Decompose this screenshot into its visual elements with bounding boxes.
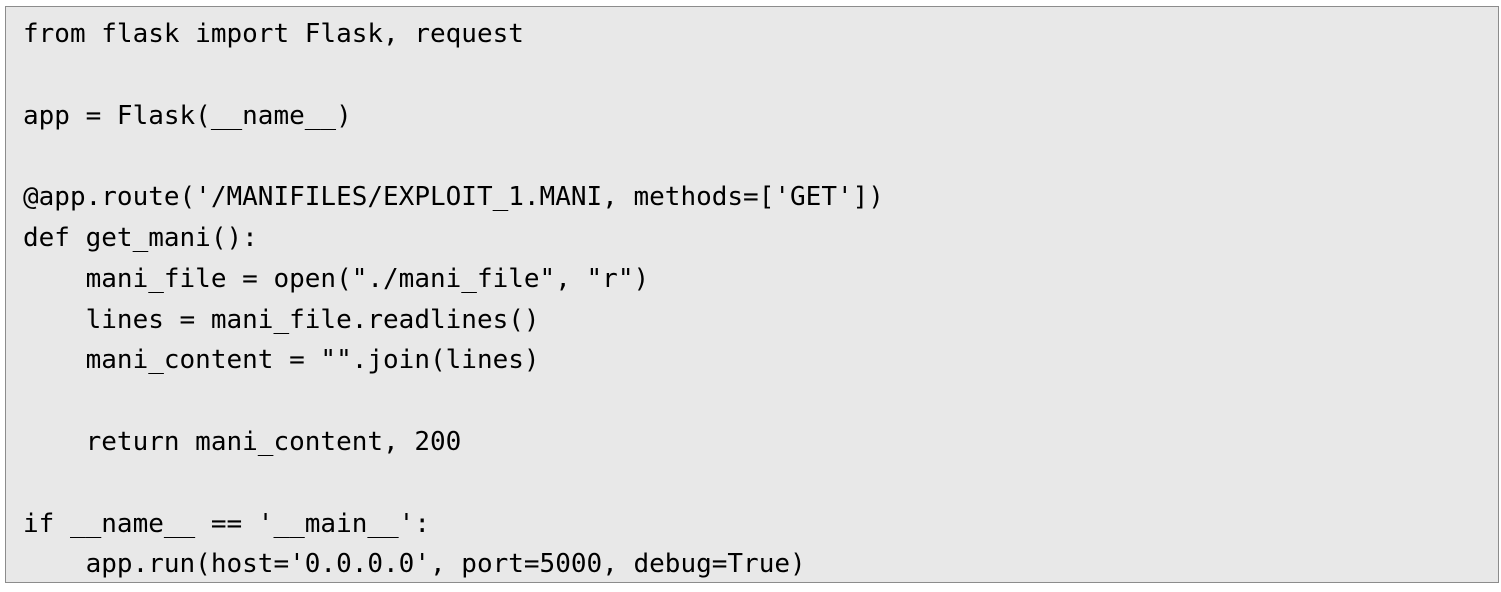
code-line-route-decorator: @app.route('/MANIFILES/EXPLOIT_1.MANI, m… (23, 182, 884, 213)
code-line-return: return mani_content, 200 (23, 426, 462, 457)
code-line-import: from flask import Flask, request (23, 19, 524, 49)
code-line-app-init: app = Flask(__name__) (23, 100, 352, 131)
code-line-blank (23, 136, 1498, 177)
code-line-app-run: app.run(host='0.0.0.0', port=5000, debug… (23, 549, 806, 580)
code-block: from flask import Flask, request app = F… (5, 6, 1499, 583)
code-line-join: mani_content = "".join(lines) (23, 345, 540, 376)
code-line-open-file: mani_file = open("./mani_file", "r") (23, 263, 650, 294)
code-line-function-def: def get_mani(): (23, 222, 258, 253)
code-line-main-guard: if __name__ == '__main__': (23, 508, 430, 539)
code-line-readlines: lines = mani_file.readlines() (23, 304, 540, 335)
code-line-blank (23, 55, 1498, 96)
code-line-blank (23, 463, 1498, 504)
code-line-blank (23, 381, 1498, 422)
